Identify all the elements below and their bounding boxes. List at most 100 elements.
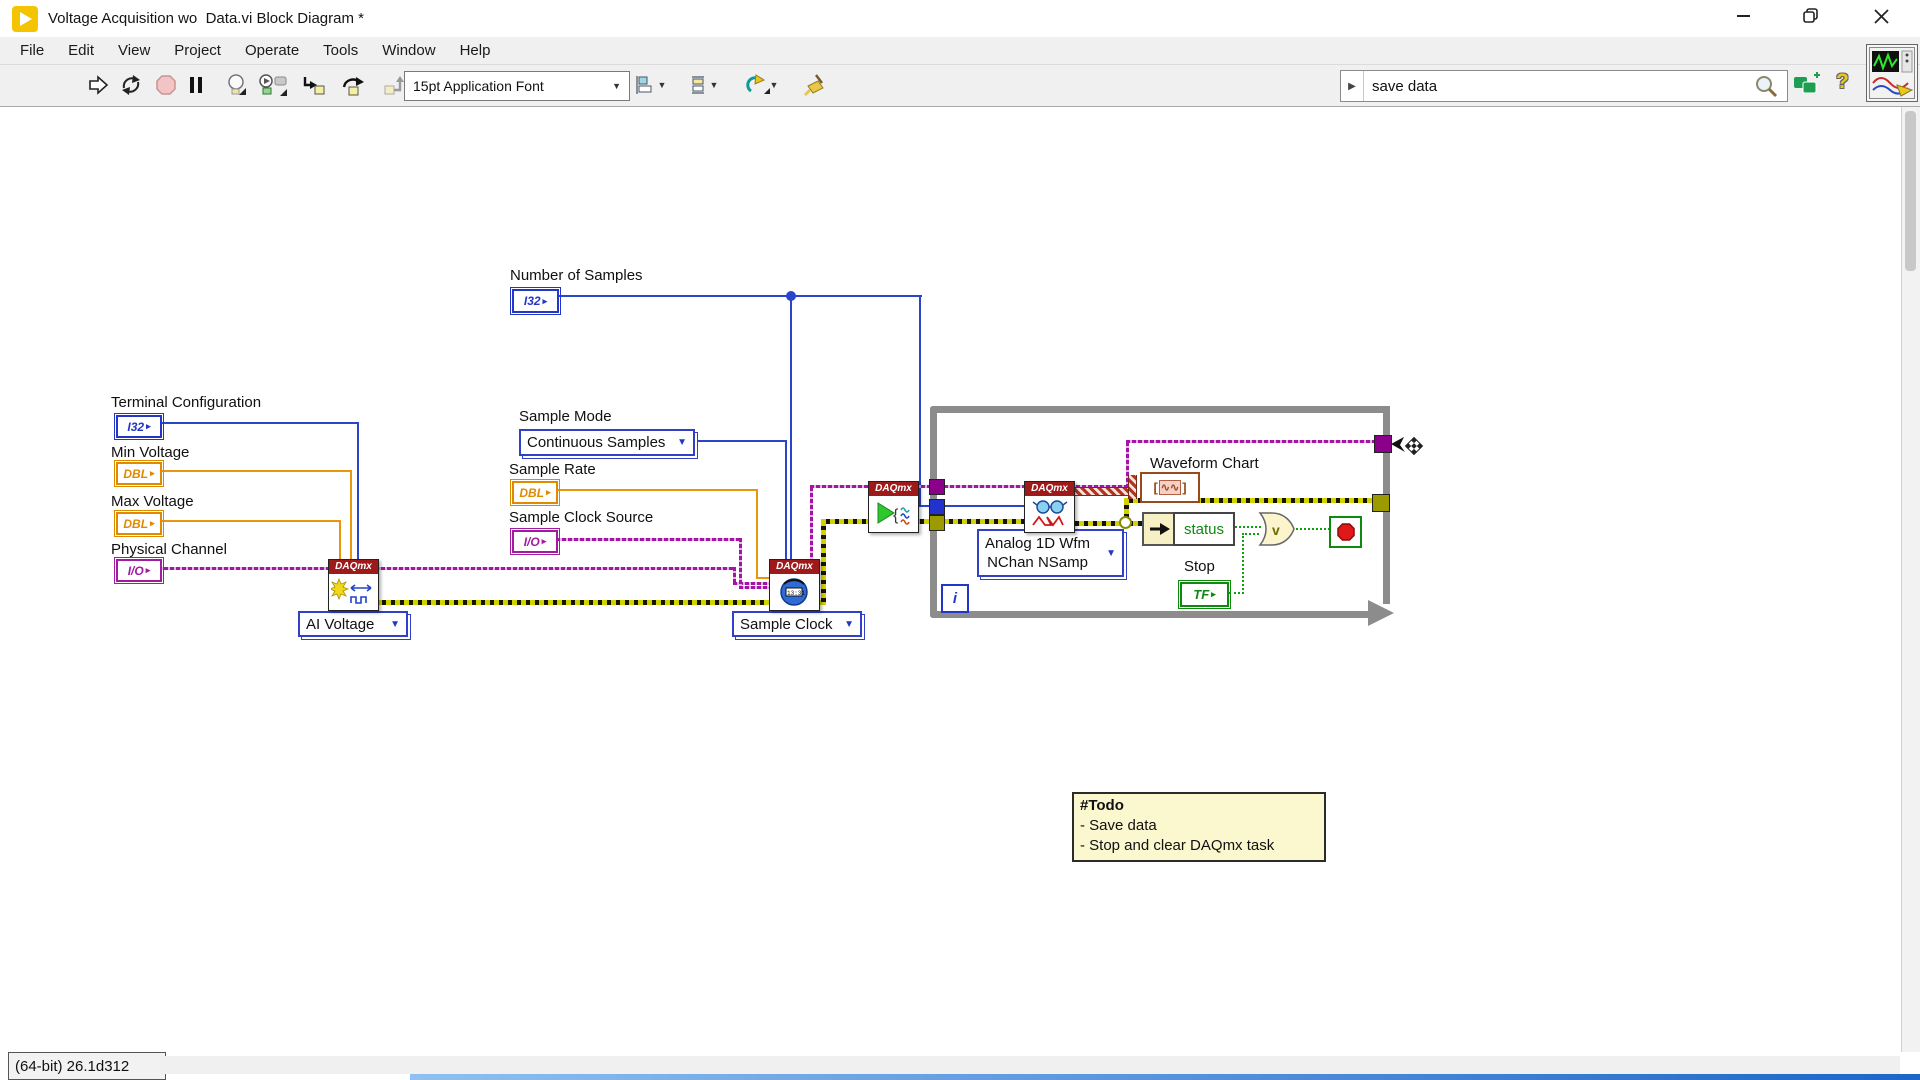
run-button[interactable] <box>84 71 112 99</box>
highlight-execution-button[interactable] <box>222 71 250 99</box>
step-into-icon <box>301 74 326 96</box>
search-history-arrow[interactable]: ▶ <box>1341 71 1364 101</box>
wire <box>821 521 826 605</box>
tunnel-error-out[interactable] <box>1372 494 1390 512</box>
menu-help[interactable]: Help <box>448 42 503 59</box>
create-channel-selector[interactable]: AI Voltage ▼ <box>298 611 408 637</box>
read-mode-selector[interactable]: Analog 1D Wfm NChan NSamp ▼ <box>977 529 1124 577</box>
sample-rate-terminal[interactable]: DBL▸ <box>512 481 558 504</box>
minimize-icon <box>1737 15 1750 17</box>
restore-button[interactable] <box>1788 0 1834 32</box>
font-selector-value: 15pt Application Font <box>413 78 544 94</box>
horizontal-scrollbar[interactable] <box>160 1056 1900 1074</box>
run-continuous-button[interactable] <box>116 71 146 99</box>
status-indicator[interactable]: status <box>1173 512 1235 546</box>
wire-task-to-read <box>944 485 1025 488</box>
chevron-down-icon: ▼ <box>612 81 621 91</box>
retain-wire-values-icon <box>258 73 288 97</box>
lightbulb-icon <box>226 73 246 97</box>
max-voltage-terminal[interactable]: DBL▸ <box>116 512 162 535</box>
abort-button[interactable] <box>152 71 180 99</box>
window-title: Voltage Acquisition wo Data.vi Block Dia… <box>48 10 364 27</box>
max-voltage-label: Max Voltage <box>111 493 194 510</box>
close-icon <box>1874 9 1889 24</box>
step-into-button[interactable] <box>298 71 328 99</box>
waveform-chart-terminal[interactable]: [∿∿] <box>1140 472 1200 503</box>
todo-comment[interactable]: #Todo - Save data - Stop and clear DAQmx… <box>1072 792 1326 862</box>
wire-error-create-to-timing <box>377 600 770 605</box>
sample-mode-selector[interactable]: Continuous Samples ▼ <box>519 429 695 456</box>
menu-project[interactable]: Project <box>162 42 233 59</box>
or-gate[interactable]: v <box>1256 511 1296 547</box>
number-of-samples-label: Number of Samples <box>510 267 643 284</box>
tunnel-task-in[interactable] <box>929 479 945 495</box>
physical-channel-terminal[interactable]: I/O▸ <box>116 559 162 582</box>
unbundle-status-node[interactable] <box>1142 512 1177 546</box>
menu-view[interactable]: View <box>106 42 162 59</box>
todo-line-2: - Stop and clear DAQmx task <box>1080 836 1318 856</box>
context-help-button[interactable]: ? <box>1836 70 1849 94</box>
wire <box>944 505 1025 507</box>
wire <box>350 470 352 561</box>
clean-up-diagram-button[interactable] <box>794 71 834 99</box>
minimize-button[interactable] <box>1720 0 1766 32</box>
distribute-objects-button[interactable]: ▼ <box>680 71 724 99</box>
number-of-samples-terminal[interactable]: I32▸ <box>512 289 559 313</box>
terminal-configuration-label: Terminal Configuration <box>111 394 261 411</box>
wire-min-voltage <box>158 470 352 472</box>
run-continuous-icon <box>119 74 143 96</box>
wire-error-to-read <box>944 519 1025 524</box>
daqmx-create-channel-node[interactable]: DAQmx <box>328 559 379 611</box>
wire-number-of-samples-branch <box>790 297 792 561</box>
wire-number-of-samples-to-loop <box>919 297 921 507</box>
iteration-terminal[interactable]: i <box>941 584 969 613</box>
arrow-right-icon <box>1149 522 1171 536</box>
wire-sample-mode <box>691 440 787 442</box>
retain-wire-values-button[interactable] <box>256 71 290 99</box>
daqmx-timing-node[interactable]: DAQmx 13:31 <box>769 559 820 611</box>
stop-sign-icon <box>1337 523 1355 541</box>
stop-label: Stop <box>1184 558 1215 575</box>
daqmx-start-task-node[interactable]: DAQmx { <box>868 481 919 533</box>
vertical-scrollbar[interactable] <box>1901 107 1920 1052</box>
wire-task-create-to-timing <box>375 567 735 570</box>
search-input[interactable]: save data <box>1372 78 1753 95</box>
menu-edit[interactable]: Edit <box>56 42 106 59</box>
menu-file[interactable]: File <box>8 42 56 59</box>
vertical-scrollbar-thumb[interactable] <box>1905 111 1916 271</box>
wire <box>785 440 787 561</box>
min-voltage-terminal[interactable]: DBL▸ <box>116 462 162 485</box>
sample-clock-source-terminal[interactable]: I/O▸ <box>512 530 558 553</box>
tunnel-samples-in[interactable] <box>929 499 945 515</box>
chevron-down-icon: ▼ <box>770 80 779 90</box>
reorder-objects-button[interactable]: ▼ <box>738 71 784 99</box>
wire-physical-channel <box>158 567 330 570</box>
loop-condition-terminal[interactable] <box>1329 516 1362 548</box>
timing-selector[interactable]: Sample Clock ▼ <box>732 611 862 637</box>
wiring-cursor-icon <box>1390 432 1426 460</box>
close-button[interactable] <box>1858 0 1904 32</box>
todo-title: #Todo <box>1080 796 1318 816</box>
search-box[interactable]: ▶ save data <box>1340 70 1788 102</box>
start-task-icon: { <box>871 497 916 529</box>
search-icon[interactable] <box>1753 73 1779 99</box>
while-loop-top-border[interactable] <box>930 406 1390 413</box>
stop-terminal[interactable]: TF▸ <box>1180 582 1229 607</box>
step-over-button[interactable] <box>338 71 370 99</box>
font-selector[interactable]: 15pt Application Font ▼ <box>404 71 630 101</box>
daqmx-read-node[interactable]: DAQmx <box>1024 481 1075 533</box>
vi-icon-image <box>1869 47 1915 99</box>
edit-icon-gallery-icon[interactable] <box>1792 72 1822 98</box>
terminal-configuration-terminal[interactable]: I32▸ <box>116 415 162 438</box>
menu-tools[interactable]: Tools <box>311 42 370 59</box>
menu-window[interactable]: Window <box>370 42 447 59</box>
tunnel-error-in[interactable] <box>929 515 945 531</box>
vi-icon[interactable] <box>1866 44 1918 102</box>
align-objects-button[interactable]: ▼ <box>628 71 672 99</box>
abort-icon <box>155 74 177 96</box>
menu-operate[interactable]: Operate <box>233 42 311 59</box>
labview-app-icon <box>12 6 38 32</box>
pause-button[interactable] <box>184 71 208 99</box>
while-loop-bottom-border[interactable] <box>930 611 1372 618</box>
create-channel-icon <box>331 575 376 607</box>
